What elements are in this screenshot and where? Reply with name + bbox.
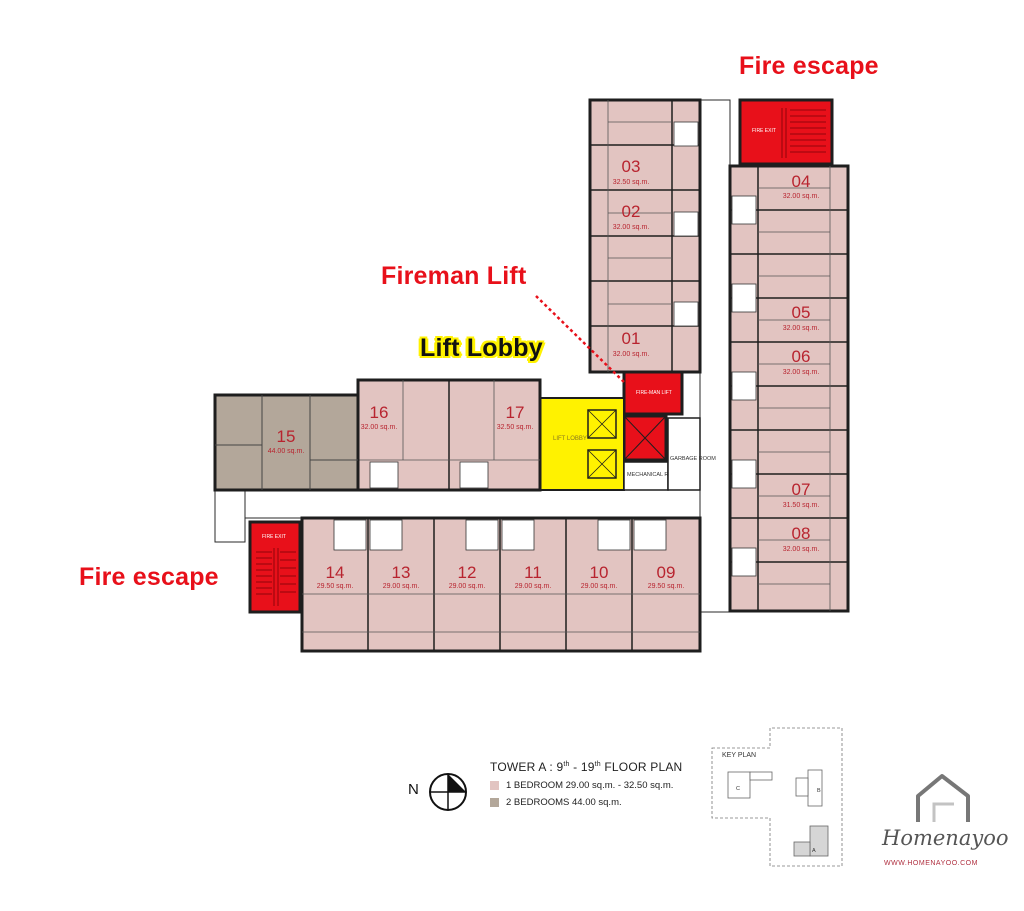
- unit-15-number: 15: [277, 427, 296, 446]
- bottom-wing: [300, 516, 702, 653]
- unit-13-area: 29.00 sq.m.: [383, 583, 420, 590]
- unit-01-area: 32.00 sq.m.: [613, 351, 650, 358]
- unit-06-area: 32.00 sq.m.: [783, 369, 820, 376]
- unit-10-area: 29.00 sq.m.: [581, 583, 618, 590]
- legend-row-2br: 2 BEDROOMS 44.00 sq.m.: [490, 797, 682, 808]
- legend-title-part: - 19: [569, 760, 595, 774]
- unit-07-area: 31.50 sq.m.: [783, 502, 820, 509]
- unit-17-area: 32.50 sq.m.: [497, 424, 534, 431]
- unit-05-area: 32.00 sq.m.: [783, 325, 820, 332]
- keyplan-a: A: [812, 848, 816, 854]
- unit-15-block: [213, 393, 360, 492]
- fireman-lift-leader: [535, 295, 627, 385]
- unit-03-area: 32.50 sq.m.: [613, 179, 650, 186]
- unit-13-number: 13: [392, 563, 411, 582]
- unit-02-number: 02: [622, 202, 641, 221]
- unit-10-number: 10: [590, 563, 609, 582]
- fire-exit-top: FIRE EXIT: [738, 98, 834, 166]
- north-label: N: [408, 781, 419, 798]
- keyplan-label: KEY PLAN: [722, 752, 757, 759]
- unit-15-area: 44.00 sq.m.: [268, 448, 305, 455]
- upper-wing: [588, 98, 702, 374]
- fire-exit-left-label: FIRE EXIT: [262, 534, 286, 540]
- key-plan: C B A: [711, 727, 843, 867]
- legend-swatch-2br: [490, 798, 499, 807]
- middle-wing: [356, 378, 542, 492]
- unit-labels: 03 32.50 sq.m. 02 32.00 sq.m. 01 32.00 s…: [268, 157, 820, 590]
- keyplan-b: B: [817, 788, 821, 794]
- logo-url: WWW.HOMENAYOO.COM: [884, 860, 978, 867]
- right-wing: [728, 164, 850, 613]
- fireman-lift-callout: Fireman Lift: [381, 262, 527, 290]
- legend-title: TOWER A : 9th - 19th FLOOR PLAN: [490, 760, 682, 774]
- fire-escape-left-callout: Fire escape: [79, 563, 219, 591]
- unit-11-area: 29.00 sq.m.: [515, 583, 552, 590]
- legend-title-sup: th: [594, 761, 601, 768]
- unit-07-number: 07: [792, 480, 811, 499]
- unit-16-area: 32.00 sq.m.: [361, 424, 398, 431]
- unit-05-number: 05: [792, 303, 811, 322]
- unit-03-number: 03: [622, 157, 641, 176]
- legend-title-sup: th: [563, 761, 570, 768]
- legend: TOWER A : 9th - 19th FLOOR PLAN 1 BEDROO…: [490, 760, 682, 808]
- logo-name: Homenayoo: [882, 826, 1009, 850]
- unit-12-number: 12: [458, 563, 477, 582]
- unit-09-number: 09: [657, 563, 676, 582]
- legend-row-1br: 1 BEDROOM 29.00 sq.m. - 32.50 sq.m.: [490, 780, 682, 791]
- fire-exit-top-label: FIRE EXIT: [752, 128, 776, 134]
- unit-01-number: 01: [622, 329, 641, 348]
- legend-swatch-1br: [490, 781, 499, 790]
- unit-04-area: 32.00 sq.m.: [783, 193, 820, 200]
- unit-02-area: 32.00 sq.m.: [613, 224, 650, 231]
- unit-14-number: 14: [326, 563, 345, 582]
- unit-12-area: 29.00 sq.m.: [449, 583, 486, 590]
- north-arrow-icon: [429, 773, 467, 811]
- unit-14-area: 29.50 sq.m.: [317, 583, 354, 590]
- lift-lobby-label: LIFT LOBBY: [553, 436, 587, 442]
- unit-17-number: 17: [506, 403, 525, 422]
- garbage-room-label: GARBAGE ROOM: [670, 456, 716, 462]
- mechanical-room-label: MECHANICAL ROOM: [627, 472, 682, 478]
- fire-exit-left: FIRE EXIT: [248, 520, 302, 614]
- unit-04-number: 04: [792, 172, 811, 191]
- unit-11-number: 11: [524, 563, 542, 582]
- legend-label-2br: 2 BEDROOMS 44.00 sq.m.: [506, 797, 622, 808]
- fireman-lift-label: FIRE-MAN LIFT: [636, 390, 672, 396]
- house-logo-icon: [916, 774, 970, 822]
- unit-08-area: 32.00 sq.m.: [783, 546, 820, 553]
- unit-16-number: 16: [370, 403, 389, 422]
- unit-09-area: 29.50 sq.m.: [648, 583, 685, 590]
- legend-label-1br: 1 BEDROOM 29.00 sq.m. - 32.50 sq.m.: [506, 780, 674, 791]
- keyplan-c: C: [736, 786, 740, 792]
- core: FIRE-MAN LIFT LIFT LOBBY MECHANICAL ROOM…: [539, 370, 716, 491]
- fire-escape-top-callout: Fire escape: [739, 52, 879, 80]
- legend-title-part: FLOOR PLAN: [600, 760, 683, 774]
- lift-lobby-callout: Lift Lobby: [420, 334, 543, 362]
- unit-06-number: 06: [792, 347, 811, 366]
- legend-title-part: TOWER A : 9: [490, 760, 564, 774]
- unit-08-number: 08: [792, 524, 811, 543]
